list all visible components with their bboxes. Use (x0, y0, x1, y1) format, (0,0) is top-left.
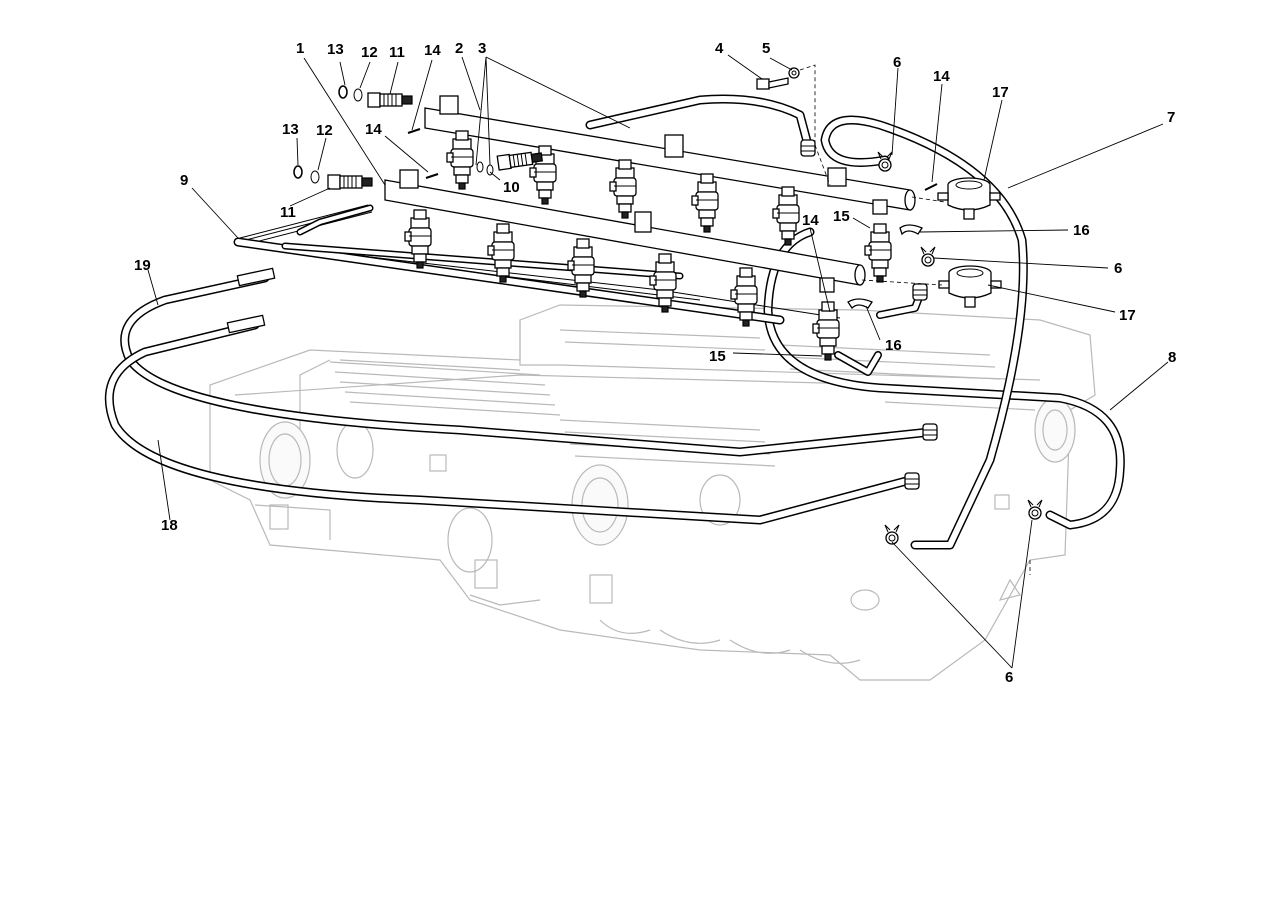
callout-6: 6 (1005, 669, 1013, 686)
crossover-fitting (800, 139, 816, 157)
callout-8: 8 (1168, 349, 1176, 366)
callout-14: 14 (802, 212, 819, 229)
hose-8 (763, 227, 1125, 530)
hose-18 (104, 314, 915, 525)
hose-clamp-6-bottom-left (884, 524, 900, 545)
injector-upper-4 (691, 173, 719, 233)
engine-throttle-bodies (259, 397, 1076, 611)
callout-12: 12 (316, 122, 333, 139)
callout-7: 7 (1167, 109, 1175, 126)
callout-10: 10 (503, 179, 520, 196)
callout-19: 19 (134, 257, 151, 274)
leader-lines (147, 54, 1169, 669)
callout-17: 17 (992, 84, 1009, 101)
hose-clamp-6-mid (920, 246, 936, 267)
clamp-16-lower (847, 298, 873, 310)
nut-5 (788, 67, 800, 79)
engine-lower-ports (254, 454, 1021, 664)
sensor-11-lower (327, 174, 373, 190)
alignment-dashes (861, 196, 1031, 575)
callout-11: 11 (280, 204, 296, 221)
callout-15: 15 (833, 208, 850, 225)
callout-14: 14 (365, 121, 382, 138)
o-rings (293, 85, 494, 184)
hose-7 (820, 115, 1028, 550)
callout-16: 16 (1073, 222, 1090, 239)
callout-3: 3 (478, 40, 486, 57)
hose-clamp-6-bottom-right (1027, 499, 1043, 520)
pressure-regulator-17-lower (938, 265, 1002, 308)
hose-19 (120, 267, 935, 457)
pins-14 (407, 128, 938, 191)
callout-5: 5 (762, 40, 770, 57)
hose-19-fitting (922, 423, 938, 441)
callout-13: 13 (327, 41, 344, 58)
callout-18: 18 (161, 517, 178, 534)
callout-2: 2 (455, 40, 463, 57)
clamp-16-upper (899, 224, 923, 236)
callout-13: 13 (282, 121, 299, 138)
callout-14: 14 (424, 42, 441, 59)
callout-17: 17 (1119, 307, 1136, 324)
fuel-rail-upper (424, 95, 916, 215)
callout-11: 11 (389, 44, 405, 61)
callout-labels: 1 13 12 11 14 2 3 4 5 6 14 17 7 13 12 14… (134, 40, 1176, 686)
callout-6: 6 (1114, 260, 1122, 277)
engine-fins-right (559, 329, 1036, 411)
hose-clamp-6-top (877, 151, 893, 172)
callout-9: 9 (180, 172, 188, 189)
injector-15-upper (864, 223, 892, 283)
crossover-pipe-9 (233, 204, 841, 325)
callout-4: 4 (715, 40, 724, 57)
injector-15-lower (812, 301, 840, 361)
hose-18-fitting (904, 472, 920, 490)
injector-upper-1 (446, 130, 474, 190)
callout-15: 15 (709, 348, 726, 365)
sensor-11-upper (367, 92, 413, 108)
injector-upper-3 (609, 159, 637, 219)
callout-1: 1 (296, 40, 304, 57)
callout-12: 12 (361, 44, 378, 61)
bolt-4 (756, 77, 789, 90)
fuel-rail-lower (384, 169, 866, 293)
callout-16: 16 (885, 337, 902, 354)
callout-6: 6 (893, 54, 901, 71)
callout-14: 14 (933, 68, 950, 85)
regulator-fitting (912, 283, 928, 301)
hose-top-crossover (585, 94, 813, 150)
